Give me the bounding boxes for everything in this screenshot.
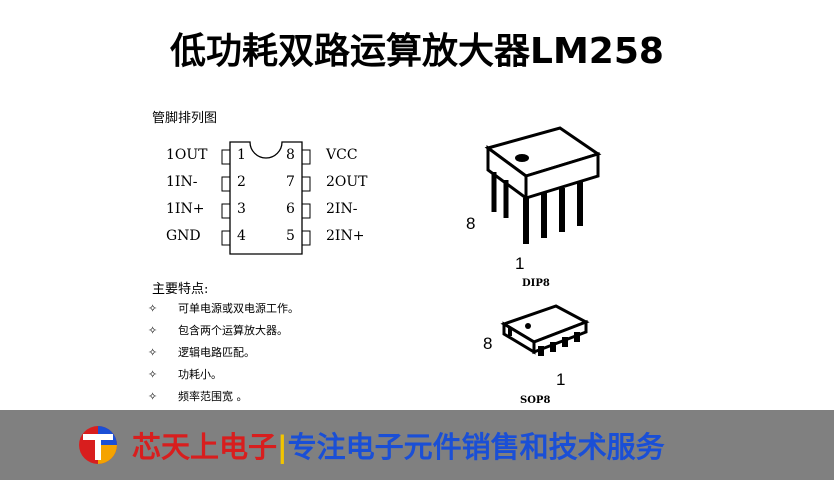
feature-text: 频率范围宽 。 [178, 390, 248, 403]
list-item: ✧ 频率范围宽 。 [148, 385, 299, 407]
page-title: 低功耗双路运算放大器LM258 [170, 31, 664, 72]
footer-separator: | [277, 430, 288, 464]
pin-number-6: 6 [286, 201, 295, 217]
sop8-pin-1-label: 1 [556, 370, 566, 389]
pin-label-right-8: VCC [326, 147, 358, 163]
pin-number-8: 8 [286, 147, 295, 163]
pin-number-5: 5 [286, 228, 295, 244]
feature-text: 逻辑电路匹配。 [178, 346, 255, 359]
feature-text: 功耗小。 [178, 368, 222, 381]
pin-number-7: 7 [286, 174, 295, 190]
pin-label-right-6: 2IN- [326, 201, 358, 217]
bullet-icon: ✧ [148, 301, 158, 315]
bullet-icon: ✧ [148, 323, 158, 337]
pin-label-right-7: 2OUT [326, 174, 368, 190]
pin-number-1: 1 [237, 147, 246, 163]
pin-number-3: 3 [237, 201, 246, 217]
dip8-package-icon [484, 126, 602, 244]
bullet-icon: ✧ [148, 367, 158, 381]
list-item: ✧ 功耗小。 [148, 363, 299, 385]
features-heading: 主要特点: [152, 282, 209, 297]
company-slogan: 专注电子元件销售和技术服务 [287, 430, 665, 464]
list-item: ✧ 逻辑电路匹配。 [148, 341, 299, 363]
pin-number-4: 4 [237, 228, 246, 244]
list-item: ✧ 可单电源或双电源工作。 [148, 297, 299, 319]
pin-label-right-5: 2IN+ [326, 228, 365, 244]
pin-number-2: 2 [237, 174, 246, 190]
footer-banner [0, 410, 834, 480]
list-item: ✧ 包含两个运算放大器。 [148, 319, 299, 341]
feature-text: 可单电源或双电源工作。 [178, 302, 299, 315]
pinout-diagram: 1OUT 1 1IN- 2 1IN+ 3 GND 4 8 VCC 7 2OUT … [160, 138, 380, 258]
sop8-label: SOP8 [520, 395, 551, 406]
pin-label-left-1: 1OUT [166, 147, 208, 163]
dip8-label: DIP8 [522, 278, 550, 289]
ic-body-outline [221, 141, 311, 255]
company-name: 芯天上电子 [132, 430, 278, 464]
dip8-pin-1-label: 1 [515, 254, 525, 273]
sop8-package-icon [500, 304, 590, 356]
dip8-pin-8-label: 8 [466, 214, 476, 233]
pin-label-left-3: 1IN+ [166, 201, 205, 217]
bullet-icon: ✧ [148, 389, 158, 403]
features-list: ✧可单电源或双电源工作。 ✧包含两个运算放大器。 ✧逻辑电路匹配。 ✧功耗小。 … [148, 297, 299, 407]
company-logo-icon [79, 426, 117, 464]
sop8-pin-8-label: 8 [483, 334, 493, 353]
pin-label-left-4: GND [166, 228, 201, 244]
feature-text: 包含两个运算放大器。 [178, 324, 288, 337]
pin-label-left-2: 1IN- [166, 174, 198, 190]
footer-text: 芯天上电子|专注电子元件销售和技术服务 [132, 424, 665, 466]
pinout-heading: 管脚排列图 [152, 111, 218, 126]
bullet-icon: ✧ [148, 345, 158, 359]
